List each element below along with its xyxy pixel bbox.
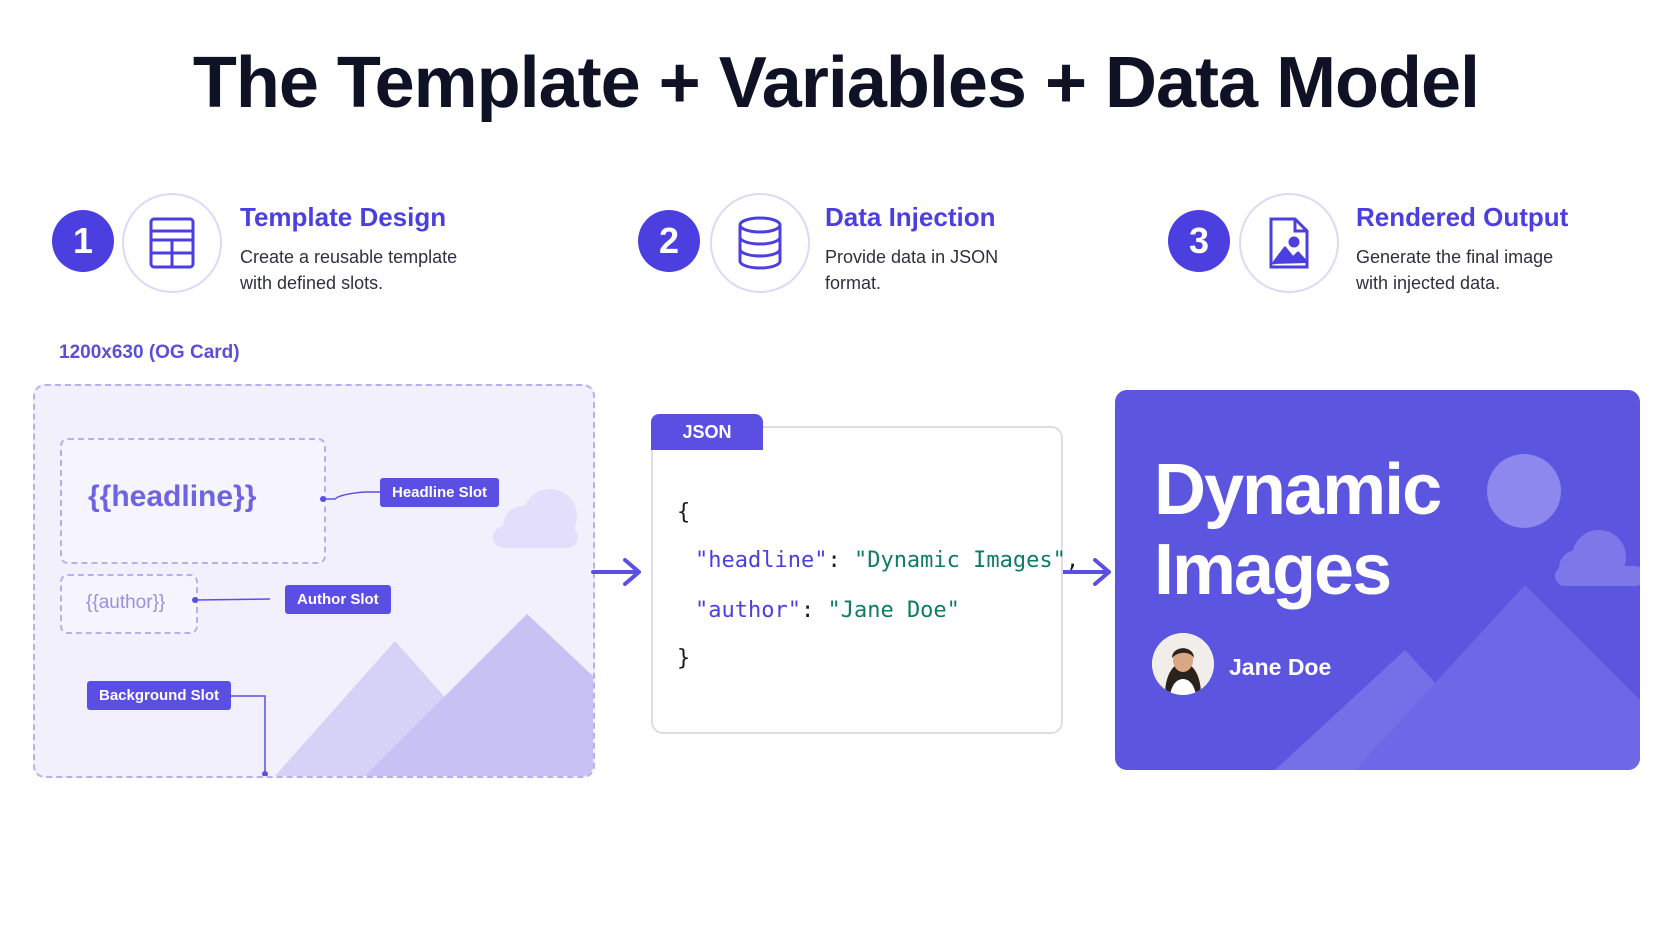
background-mountains-illustration bbox=[275, 489, 593, 776]
arrow-right-icon bbox=[591, 558, 641, 586]
rendered-output-card: Dynamic Images Jane Doe bbox=[1115, 390, 1640, 770]
step-description: Provide data in JSON format. bbox=[825, 247, 999, 293]
step-data-injection: 2 Data Injection Provide data in JSON fo… bbox=[638, 190, 1108, 300]
author-slot-box: {{author}} bbox=[60, 574, 198, 634]
output-headline: Dynamic Images bbox=[1154, 450, 1442, 610]
output-background-illustration bbox=[1275, 454, 1640, 770]
arrow-right-icon bbox=[1061, 558, 1111, 586]
step-title: Data Injection bbox=[825, 202, 996, 232]
layout-template-icon bbox=[122, 193, 222, 293]
step-number-badge: 1 bbox=[52, 210, 114, 272]
step-description: Generate the final image with injected d… bbox=[1356, 247, 1554, 293]
step-description: Create a reusable template with defined … bbox=[240, 247, 458, 293]
author-placeholder: {{author}} bbox=[86, 592, 166, 613]
json-author-line: "author": "Jane Doe" bbox=[695, 598, 960, 623]
template-canvas: {{headline}} {{author}} Headline Slot Au… bbox=[33, 384, 595, 778]
database-icon bbox=[710, 193, 810, 293]
json-data-card: { "headline": "Dynamic Images", "author"… bbox=[651, 426, 1079, 734]
headline-slot-box: {{headline}} bbox=[60, 438, 326, 564]
step-title: Template Design bbox=[240, 202, 447, 232]
author-slot-tag: Author Slot bbox=[285, 585, 391, 614]
json-tab-label: JSON bbox=[651, 414, 763, 450]
background-slot-tag: Background Slot bbox=[87, 681, 232, 710]
json-open-brace: { bbox=[677, 500, 691, 525]
json-close-brace: } bbox=[677, 646, 691, 671]
slot-connector-lines bbox=[192, 491, 380, 776]
step-number-badge: 3 bbox=[1168, 210, 1230, 272]
page-title: The Template + Variables + Data Model bbox=[192, 43, 1480, 123]
image-file-icon bbox=[1239, 193, 1339, 293]
json-headline-line: "headline": "Dynamic Images", bbox=[695, 548, 1080, 573]
step-title: Rendered Output bbox=[1356, 202, 1569, 232]
og-card-size-label: 1200x630 (OG Card) bbox=[59, 342, 240, 363]
step-number-badge: 2 bbox=[638, 210, 700, 272]
output-author-name: Jane Doe bbox=[1229, 654, 1332, 680]
headline-placeholder: {{headline}} bbox=[88, 480, 257, 513]
headline-slot-tag: Headline Slot bbox=[380, 478, 500, 507]
author-avatar bbox=[1152, 633, 1214, 695]
step-template-design: 1 Template Design Create a reusable temp… bbox=[52, 190, 522, 300]
step-rendered-output: 3 Rendered Output Generate the final ima… bbox=[1168, 190, 1648, 300]
